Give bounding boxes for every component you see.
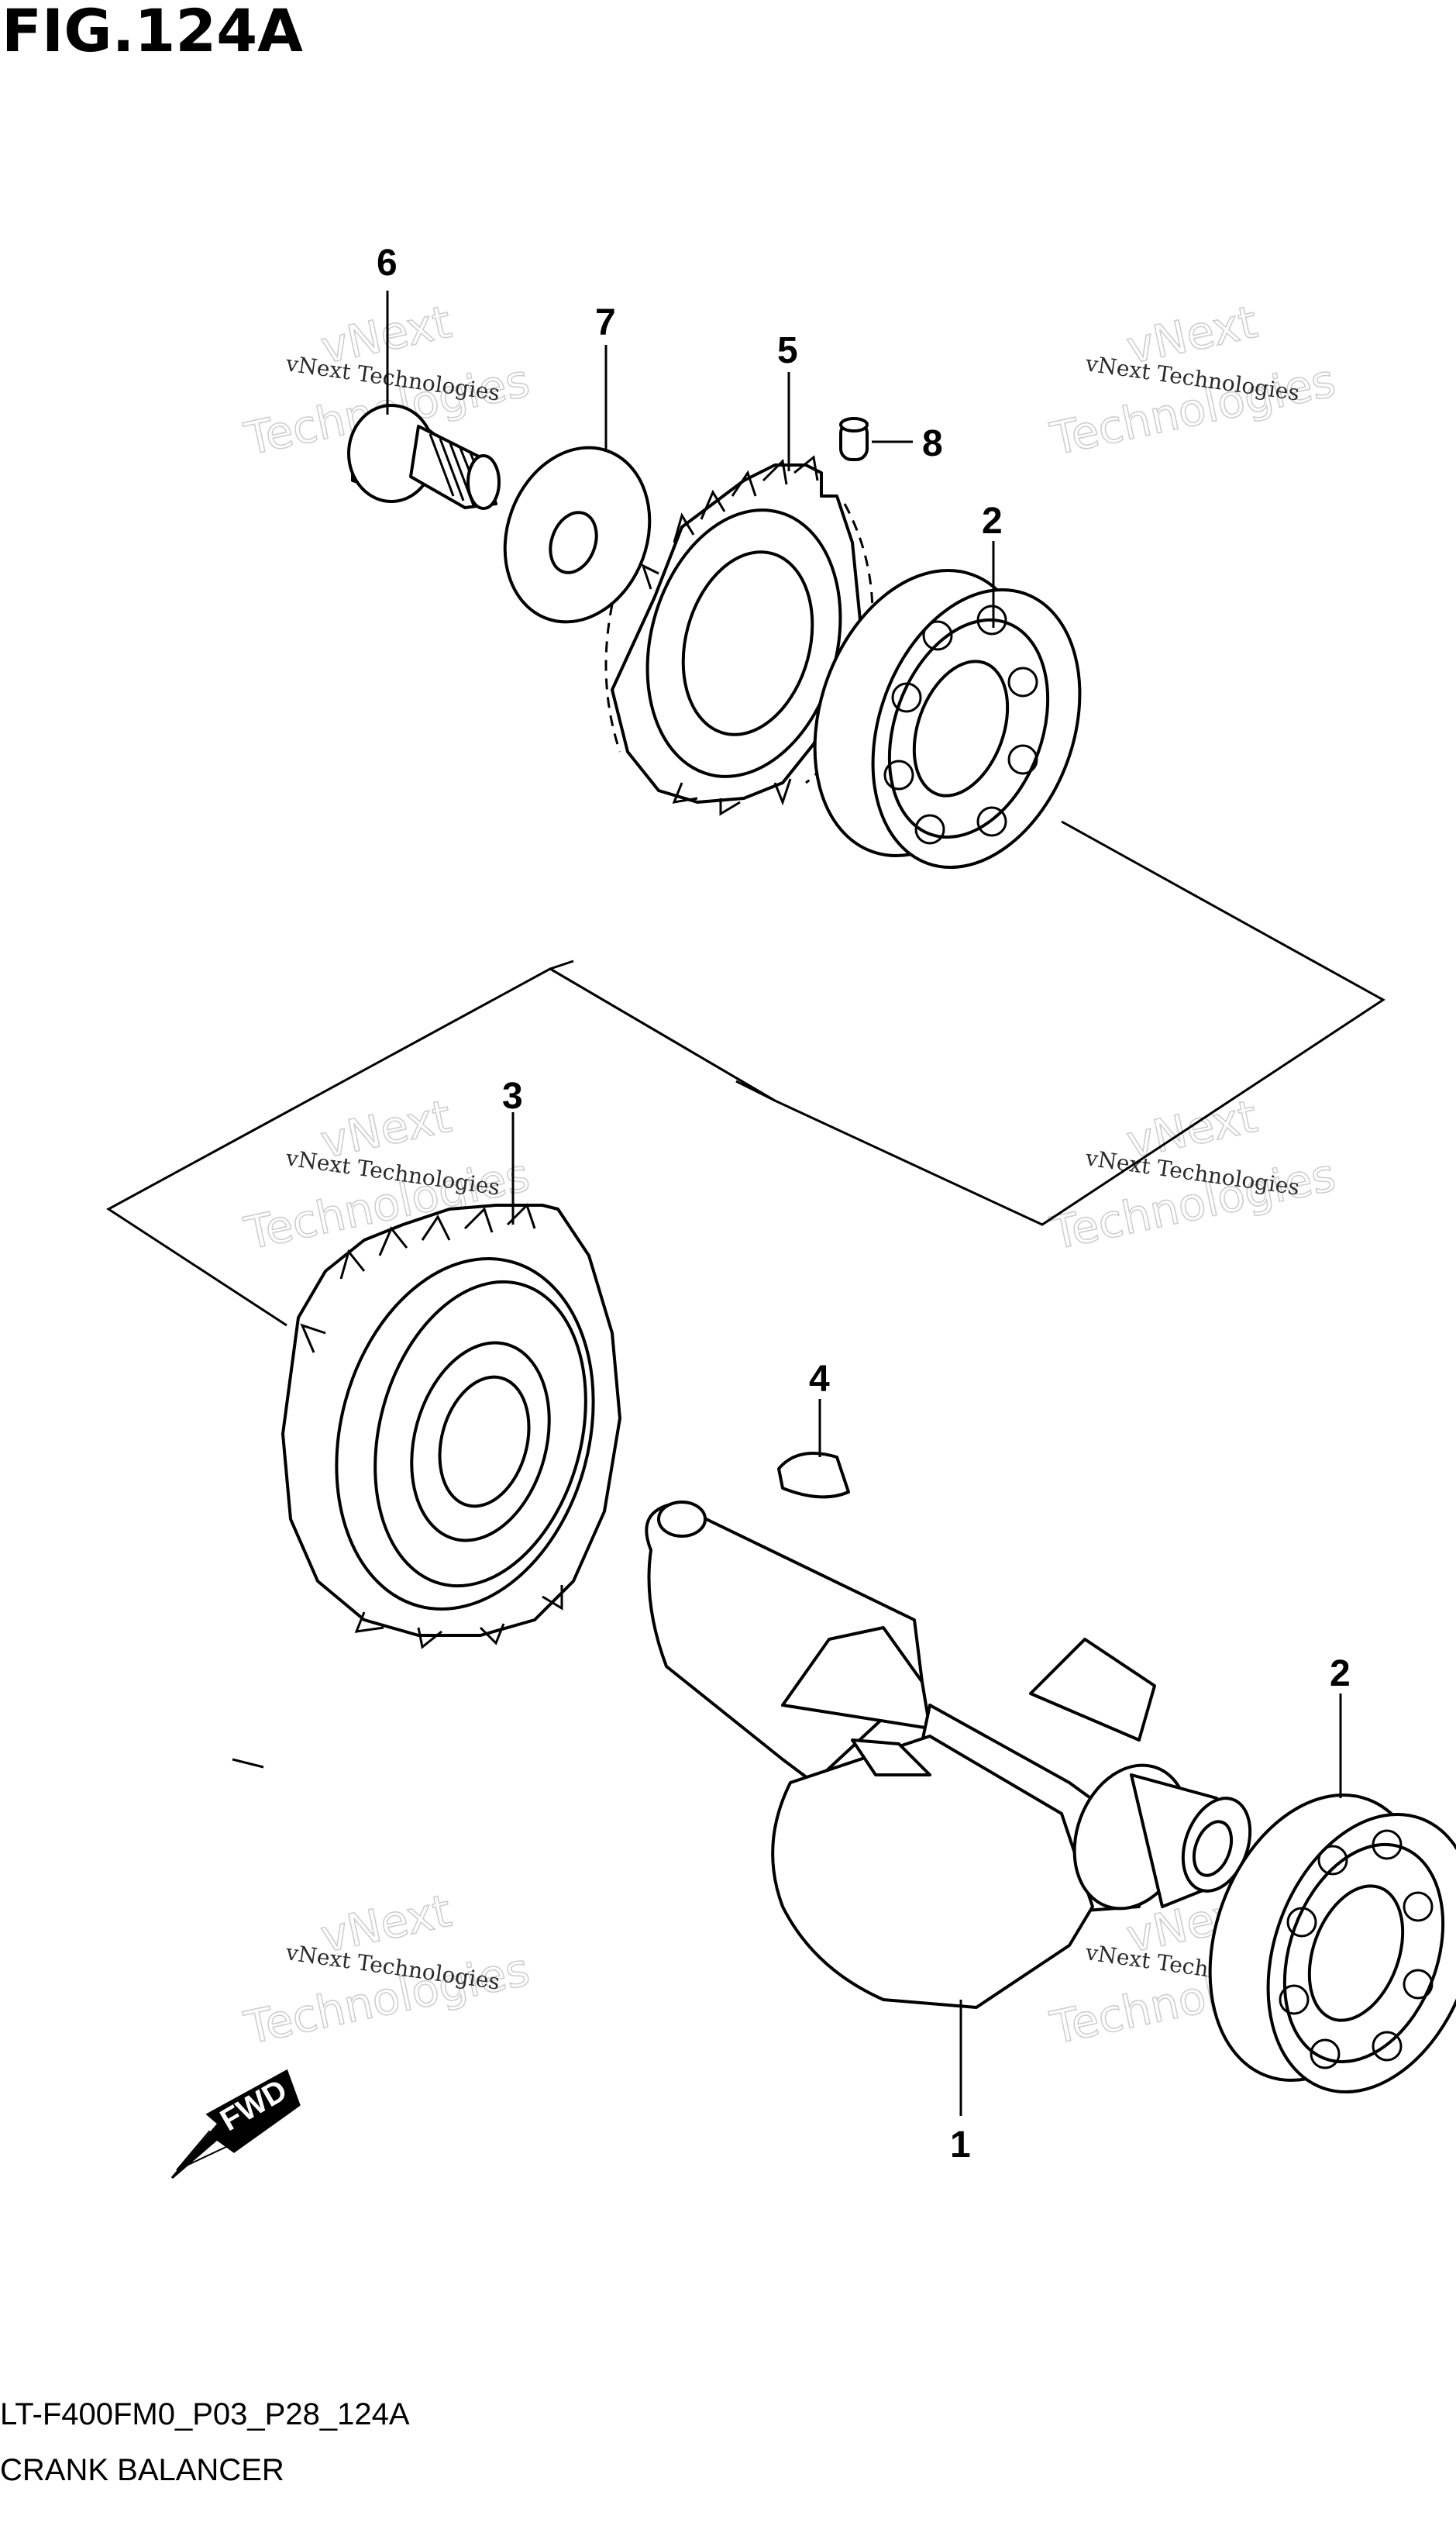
callout-1: 1: [950, 2124, 971, 2166]
callout-5: 5: [777, 330, 798, 371]
balancer-driven-gear: [281, 1203, 621, 1649]
balancer-shaft: [645, 1501, 1252, 2009]
fwd-arrow-icon: FWD: [170, 2069, 301, 2179]
woodruff-key: [777, 1452, 850, 1499]
figure-title: FIG.124A: [2, 0, 303, 65]
frame-joint: [549, 960, 574, 970]
watermark-5: Technologies vNext vNext Technologies: [239, 1883, 535, 2055]
callout-3: 3: [502, 1076, 523, 1117]
callout-2-lower: 2: [1330, 1653, 1351, 1694]
frame-tail: [232, 1758, 264, 1769]
bearing-upper: [813, 569, 1082, 870]
watermark-2: Technologies vNext vNext Technologies: [1045, 295, 1341, 466]
washer: [503, 446, 652, 624]
callout-6: 6: [377, 243, 398, 284]
bearing-lower: [1208, 1793, 1456, 2094]
assembly-frame-line: [106, 820, 1385, 1327]
figure-name: CRANK BALANCER: [0, 2453, 284, 2487]
figure-code: LT-F400FM0_P03_P28_124A: [0, 2397, 410, 2431]
callout-8: 8: [922, 423, 943, 464]
balancer-drive-gear: [604, 455, 874, 816]
watermark-4: Technologies vNext vNext Technologies: [1045, 1089, 1341, 1260]
callout-4: 4: [809, 1359, 830, 1400]
callout-7: 7: [595, 302, 616, 343]
dowel-pin: [839, 417, 869, 461]
frame-extra: [549, 967, 776, 1102]
callout-2-upper: 2: [982, 501, 1003, 542]
flange-bolt: [347, 404, 501, 510]
leader-lines: [386, 291, 1342, 2116]
